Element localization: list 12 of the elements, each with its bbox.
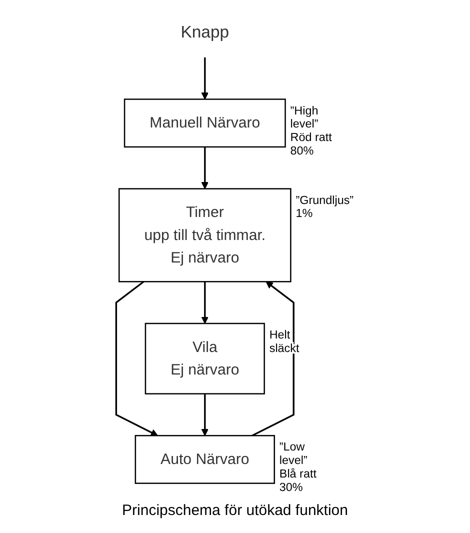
- node-note: ”Low level” Blå ratt 30%: [280, 440, 317, 494]
- node-label: Vila: [192, 338, 218, 355]
- node-label: Ej närvaro: [170, 248, 240, 266]
- node-label: Ej närvaro: [170, 360, 240, 378]
- node-note: ”Grundljus” 1%: [296, 193, 354, 220]
- node-label: Auto Närvaro: [160, 450, 250, 467]
- node-label: Manuell Närvaro: [150, 114, 260, 131]
- node-label: Timer: [186, 203, 224, 220]
- caption: Principschema för utökad funktion: [121, 502, 349, 519]
- node-note: ”High level” Röd ratt 80%: [290, 104, 332, 157]
- node-text: Knapp: [180, 22, 230, 41]
- node-label: upp till två timmar.: [144, 226, 266, 243]
